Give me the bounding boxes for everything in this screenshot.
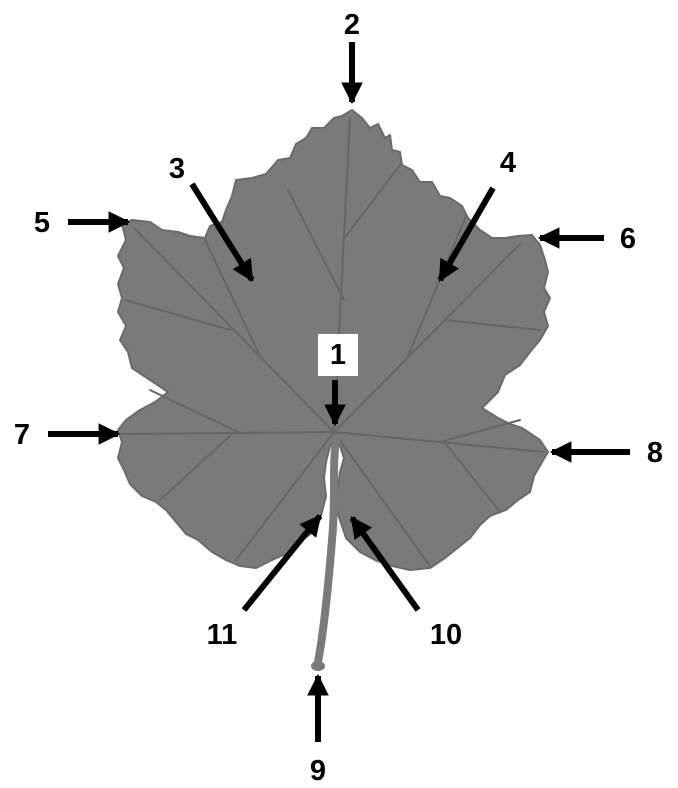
petiole-end	[311, 661, 325, 671]
label-10: 10	[430, 619, 462, 651]
label-5: 5	[34, 207, 50, 239]
label-3: 3	[169, 153, 185, 185]
label-6: 6	[620, 223, 636, 255]
label-2: 2	[344, 9, 360, 41]
label-11: 11	[207, 619, 238, 651]
label-9: 9	[310, 755, 326, 787]
label-7: 7	[14, 419, 30, 451]
label-4: 4	[500, 147, 516, 179]
label-1: 1	[330, 339, 346, 371]
label-8: 8	[647, 437, 663, 469]
